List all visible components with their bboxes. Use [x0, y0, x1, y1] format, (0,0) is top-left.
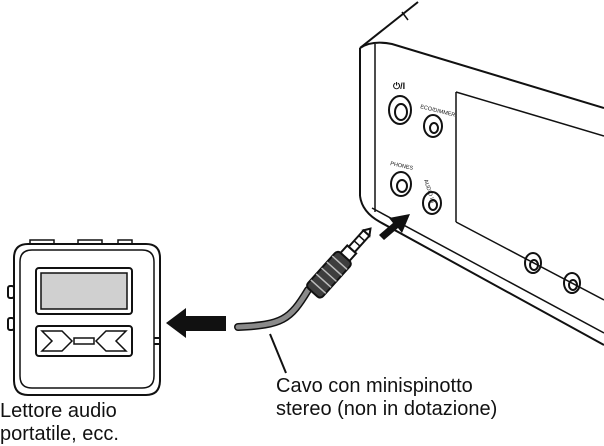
phones-label: PHONES	[390, 161, 414, 172]
power-label: ⏻/I	[393, 81, 405, 91]
portable-audio-player	[7, 239, 161, 396]
player-callout-line2: portatile, ecc.	[0, 423, 119, 445]
audio-in-jack	[422, 191, 442, 215]
cable-callout-line2: stereo (non in dotazione)	[276, 398, 498, 420]
output-arrow	[166, 308, 226, 338]
cable-leader-line	[269, 333, 287, 374]
player-controls	[35, 325, 133, 357]
power-button	[388, 95, 412, 125]
cable-callout-line1: Cavo con minispinotto	[276, 375, 473, 397]
cable-callout: Cavo con minispinotto stereo (non in dot…	[276, 375, 497, 421]
phones-jack	[390, 171, 412, 197]
player-callout: Lettore audio portatile, ecc.	[0, 400, 119, 446]
player-screen	[40, 272, 128, 310]
insert-arrow	[379, 214, 410, 240]
front-knobs	[524, 252, 581, 294]
player-callout-line1: Lettore audio	[0, 400, 117, 422]
eco-dimmer-button	[423, 114, 443, 138]
stereo-mini-plug	[234, 227, 372, 331]
